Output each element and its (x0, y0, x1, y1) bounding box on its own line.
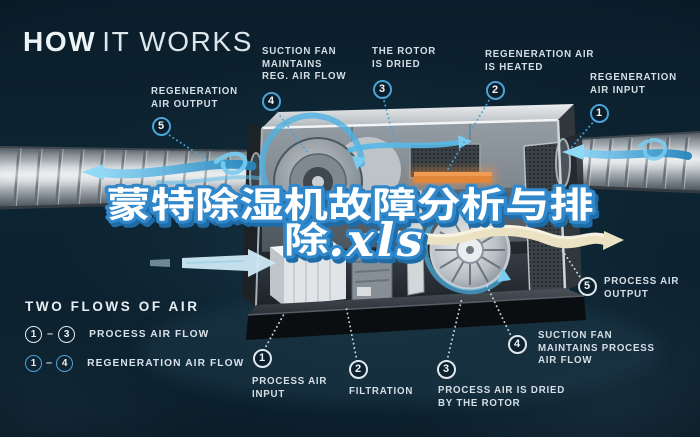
legend-label-regeneration: REGENERATION AIR FLOW (87, 357, 245, 369)
callout-label-line: OUTPUT (604, 288, 649, 300)
legend-step-from: 1 (25, 325, 42, 343)
step-badge-rotor-dried: 3 (372, 79, 392, 99)
legend-step-from: 1 (25, 354, 42, 372)
callout-label-line: PROCESS AIR IS DRIED (438, 385, 566, 396)
step-number: 3 (378, 82, 386, 95)
legend-row-regeneration-air: 1 – 4 REGENERATION AIR FLOW (25, 354, 244, 372)
step-number: 4 (267, 94, 275, 107)
callout-label-line: BY THE ROTOR (438, 397, 521, 409)
step-number: 2 (354, 362, 362, 375)
step-badge-regeneration-air-output: 5 (151, 116, 171, 136)
callout-label-line: FILTRATION (349, 386, 414, 397)
title-bold: HOW (23, 26, 97, 57)
step-number: 1 (258, 351, 266, 364)
title-light: IT WORKS (102, 26, 253, 57)
step-number: 1 (595, 106, 603, 119)
callout-label-line: IS DRIED (372, 58, 421, 70)
callout-label-line: AIR INPUT (590, 84, 646, 96)
step-number: 5 (157, 119, 165, 132)
watermark-suffix: .xls (328, 213, 425, 267)
step-badge-process-air-input: 1 (252, 348, 272, 368)
callout-label-line: THE ROTOR (372, 46, 437, 57)
callout-label-line: PROCESS AIR (604, 276, 680, 287)
step-number: 2 (491, 83, 499, 96)
watermark-suffix-shadow: .xls (331, 217, 428, 271)
step-badge-filtration: 2 (348, 359, 368, 379)
step-badge-suction-fan-process: 4 (507, 334, 527, 354)
callout-label-line: IS HEATED (485, 61, 544, 73)
watermark-shadow-layer: .xls (111, 190, 595, 271)
legend-range-dash: – (46, 357, 53, 369)
callout-label-line: AIR FLOW (538, 355, 593, 367)
callout-label-filtration: FILTRATION (349, 386, 413, 399)
legend-step-to: 3 (58, 325, 76, 343)
callout-label-line: REGENERATION AIR (485, 49, 595, 60)
watermark-front-layer: .xls (108, 186, 593, 267)
callout-label-line: SUCTION FAN (538, 330, 613, 341)
callout-label-line: PROCESS AIR (252, 376, 328, 387)
legend-row-process-air: 1 – 3 PROCESS AIR FLOW (25, 325, 244, 343)
step-badge-process-air-dried: 3 (436, 359, 456, 379)
legend-range-dash: – (47, 328, 54, 340)
callout-label-line: AIR OUTPUT (151, 98, 219, 110)
step-number: 3 (442, 362, 450, 375)
legend-step-to: 4 (56, 354, 74, 372)
callout-label-line: MAINTAINS (262, 58, 323, 70)
callout-label-line: INPUT (252, 388, 286, 400)
step-number: 4 (513, 337, 521, 350)
step-badge-regeneration-air-heated: 2 (485, 80, 505, 100)
legend-heading: TWO FLOWS OF AIR (25, 299, 200, 314)
legend: TWO FLOWS OF AIR 1 – 3 PROCESS AIR FLOW … (25, 299, 244, 372)
legend-label-process: PROCESS AIR FLOW (89, 328, 210, 340)
step-badge-process-air-output: 5 (577, 276, 597, 296)
step-badge-regeneration-air-input: 1 (589, 103, 609, 123)
callout-label-line: REGENERATION (151, 86, 238, 97)
callout-label-line: REG. AIR FLOW (262, 71, 347, 83)
step-number: 5 (583, 279, 591, 292)
callout-label-line: SUCTION FAN (262, 46, 337, 57)
callout-label-line: REGENERATION (590, 72, 677, 83)
step-badge-suction-fan-reg: 4 (261, 91, 281, 111)
callout-label-line: MAINTAINS PROCESS (538, 342, 655, 354)
